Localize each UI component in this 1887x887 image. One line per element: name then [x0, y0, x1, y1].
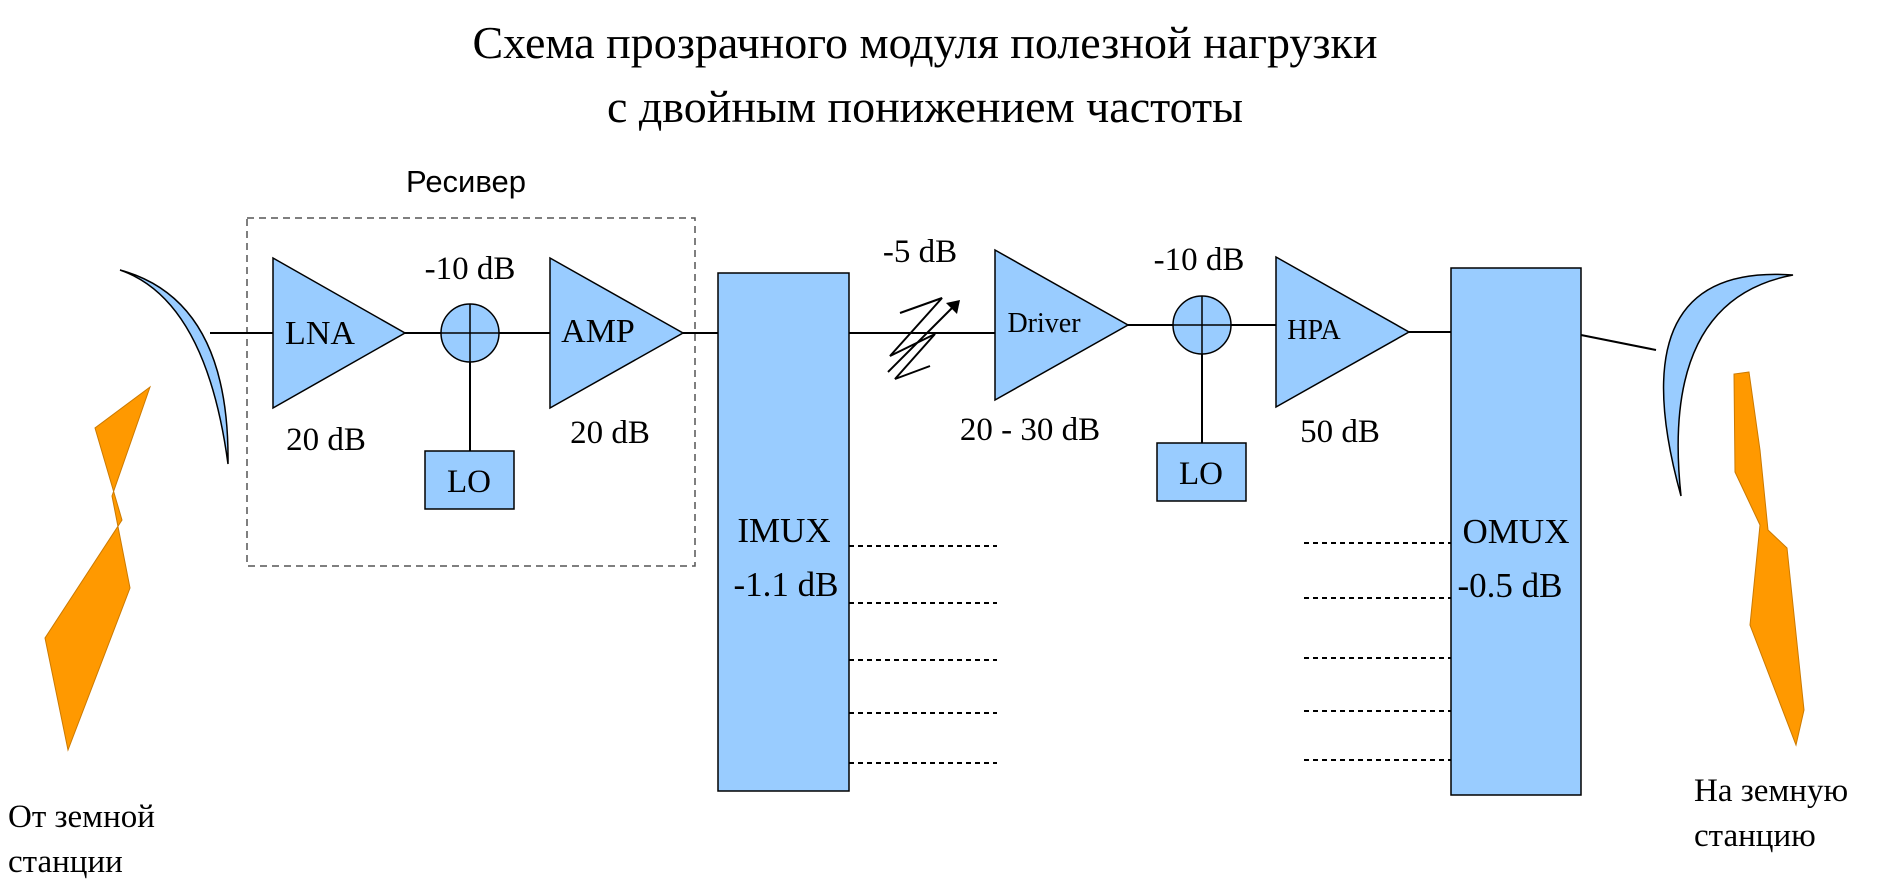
uplink-label-line-1: От земной — [8, 799, 155, 835]
driver-gain: 20 - 30 dB — [960, 412, 1100, 448]
attenuator-icon — [889, 297, 943, 380]
attenuator-arrowhead-icon — [946, 300, 960, 314]
title-line-2: с двойным понижением частоты — [607, 81, 1243, 132]
omux-loss: -0.5 dB — [1458, 566, 1563, 605]
downlink-lightning-icon — [1733, 371, 1805, 747]
amp-label: AMP — [561, 313, 635, 350]
transmit-antenna-icon — [1662, 273, 1794, 497]
amp-amplifier — [549, 256, 685, 410]
imux-label: IMUX — [737, 511, 830, 550]
receive-antenna-icon — [119, 269, 229, 465]
lo-1-block — [424, 450, 515, 510]
driver-amplifier — [994, 248, 1130, 402]
lna-gain: 20 dB — [286, 422, 366, 458]
lo-2-block — [1156, 442, 1247, 502]
attenuator-arrow — [887, 305, 955, 373]
hpa-amplifier — [1275, 255, 1411, 409]
lo-1-label: LO — [447, 464, 491, 500]
omux-input-channels — [1304, 542, 1451, 761]
downlink-label-line-2: станцию — [1694, 818, 1816, 854]
attenuator-loss: -5 dB — [883, 234, 957, 270]
hpa-gain: 50 dB — [1300, 414, 1380, 450]
imux-loss: -1.1 dB — [734, 565, 839, 604]
title-line-1: Схема прозрачного модуля полезной нагруз… — [472, 17, 1377, 68]
mixer-2-loss: -10 dB — [1154, 242, 1245, 278]
uplink-label-line-2: станции — [8, 844, 123, 880]
uplink-lightning-icon — [44, 385, 152, 752]
amp-gain: 20 dB — [570, 415, 650, 451]
driver-label: Driver — [1007, 308, 1081, 339]
lna-amplifier — [272, 256, 407, 410]
receiver-label: Ресивер — [406, 164, 526, 199]
downlink-label-line-1: На земную — [1694, 773, 1848, 809]
lo-2-label: LO — [1179, 456, 1223, 492]
mixer-1-loss: -10 dB — [425, 251, 516, 287]
lna-label: LNA — [285, 315, 355, 352]
omux-block — [1450, 267, 1582, 796]
omux-label: OMUX — [1463, 512, 1570, 551]
wire-omux-antenna — [1580, 334, 1657, 351]
imux-block — [717, 272, 850, 792]
hpa-label: HPA — [1287, 315, 1341, 346]
receiver-group-box — [246, 217, 696, 567]
imux-output-channels — [849, 545, 997, 764]
